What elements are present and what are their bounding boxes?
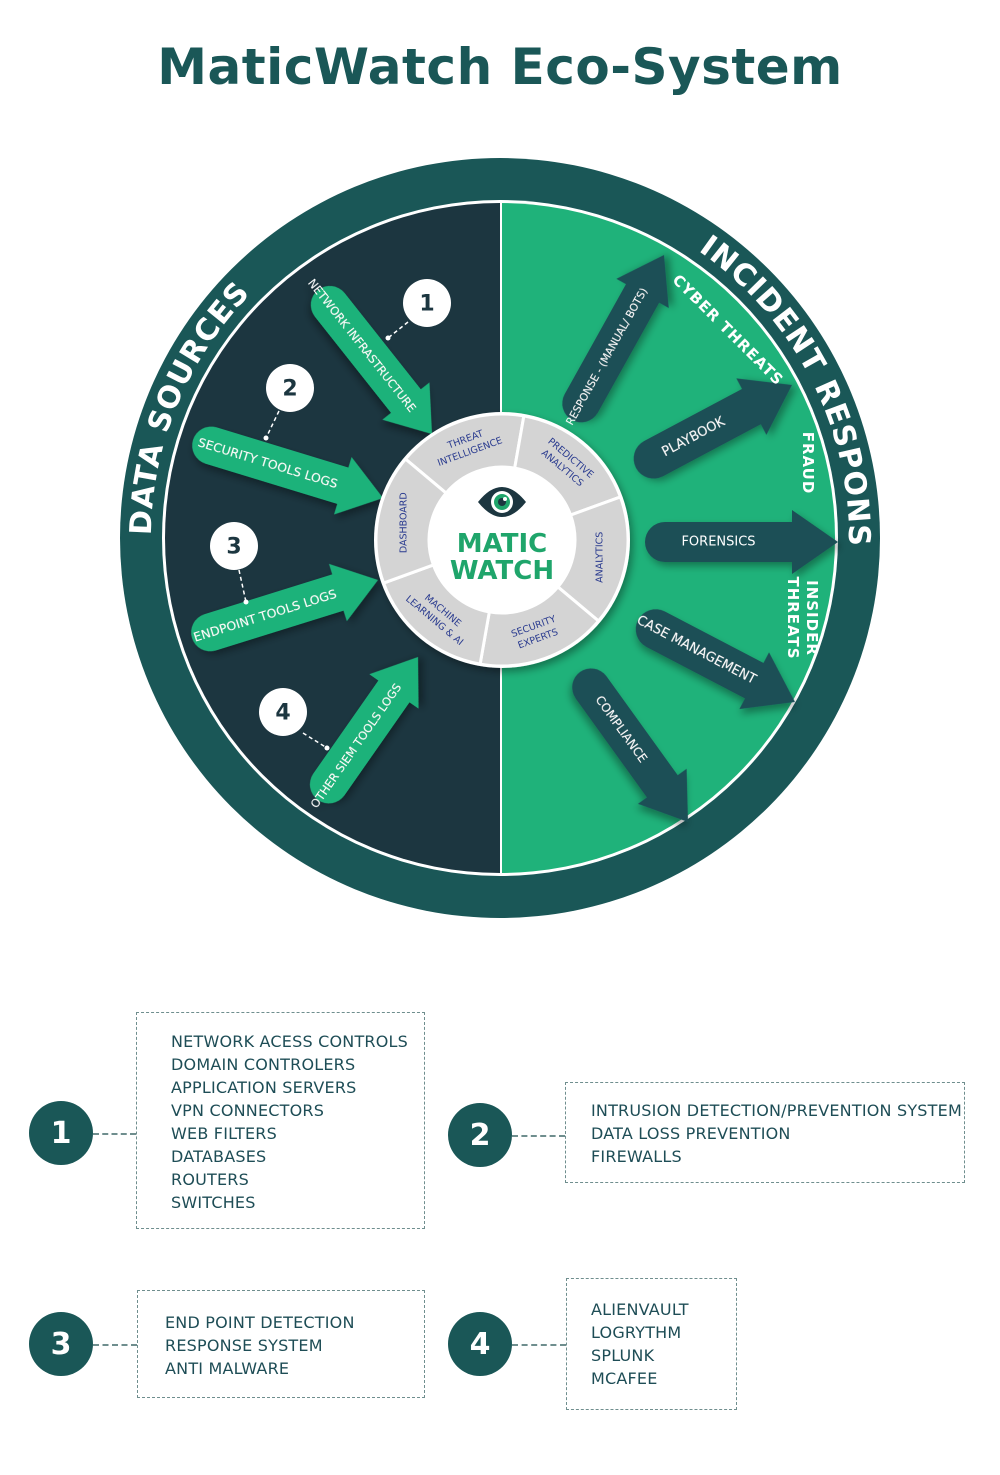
source-number-1: 1	[385, 279, 451, 341]
source-number-circle	[266, 364, 314, 412]
hub-segment-dashboard	[374, 456, 449, 586]
source-number-2: 2	[263, 364, 314, 441]
legend-item: INTRUSION DETECTION/PREVENTION SYSTEM	[591, 1101, 962, 1120]
legend-box-1: NETWORK ACESS CONTROLS DOMAIN CONTROLERS A…	[136, 1012, 425, 1229]
source-connector-line	[265, 410, 280, 439]
legend-item: VPN CONNECTORS	[171, 1101, 325, 1120]
legend-item: DATABASES	[171, 1147, 267, 1166]
legend-item: SPLUNK	[591, 1346, 655, 1365]
source-connector-line	[387, 321, 409, 339]
outcome-insider-threats-line2: THREATS	[784, 576, 802, 659]
legend-box-2: INTRUSION DETECTION/PREVENTION SYSTEM DAT…	[565, 1082, 965, 1183]
input-arrow-endpoint-tools-logs-shape	[191, 563, 378, 652]
legend-list-3: END POINT DETECTION RESPONSE SYSTEM ANTI M…	[165, 1311, 424, 1380]
legend-item: ROUTERS	[171, 1170, 249, 1189]
page-title: MaticWatch Eco-System	[157, 38, 843, 96]
legend-list-1: NETWORK ACESS CONTROLS DOMAIN CONTROLERS A…	[171, 1030, 424, 1214]
legend-item: NETWORK ACESS CONTROLS	[171, 1032, 408, 1051]
outcome-insider-threats-line1: INSIDER	[803, 580, 821, 656]
outcome-fraud: FRAUD	[799, 432, 817, 495]
source-number-circle	[403, 279, 451, 327]
source-number-text: 2	[282, 377, 297, 402]
legend-item: ALIENVAULT	[591, 1300, 689, 1319]
legend-connector-2	[512, 1135, 565, 1137]
legend-number-2: 2	[469, 1117, 491, 1153]
source-number-circle	[259, 688, 307, 736]
legend-box-3: END POINT DETECTION RESPONSE SYSTEM ANTI M…	[137, 1290, 425, 1398]
legend-item: DOMAIN CONTROLERS	[171, 1055, 356, 1074]
legend-item: ANTI MALWARE	[165, 1359, 290, 1378]
logo-text-matic: MATIC	[457, 529, 547, 559]
legend-connector-4	[512, 1344, 566, 1346]
legend-item: FIREWALLS	[591, 1147, 682, 1166]
hub-label-dashboard: DASHBOARD	[399, 492, 410, 553]
legend-box-4: ALIENVAULT LOGRYTHM SPLUNK MCAFEE	[566, 1278, 737, 1410]
legend-item: APPLICATION SERVERS	[171, 1078, 357, 1097]
input-arrow-security-tools-logs-shape	[192, 426, 383, 515]
legend-list-2: INTRUSION DETECTION/PREVENTION SYSTEM DAT…	[591, 1099, 964, 1168]
source-connector-dot	[243, 599, 249, 605]
legend-item: SWITCHES	[171, 1193, 256, 1212]
output-arrow-playbook-shape	[633, 378, 793, 479]
hub-center	[431, 469, 573, 611]
legend-item: END POINT DETECTION	[165, 1313, 355, 1332]
legend-badge-4: 4	[448, 1312, 512, 1376]
legend-item: WEB FILTERS	[171, 1124, 277, 1143]
legend-item: DATA LOSS PREVENTION	[591, 1124, 791, 1143]
output-arrow-compliance-shape	[572, 668, 688, 822]
legend-number-4: 4	[469, 1326, 491, 1362]
source-connector-dot	[263, 435, 269, 441]
legend-list-4: ALIENVAULT LOGRYTHM SPLUNK MCAFEE	[591, 1298, 736, 1390]
source-number-text: 3	[226, 535, 241, 560]
source-number-circle	[210, 522, 258, 570]
eye-icon	[478, 487, 526, 517]
source-number-4: 4	[259, 688, 330, 751]
source-number-3: 3	[210, 522, 258, 605]
source-connector-dot	[385, 335, 391, 341]
outcome-fraud-line1: FRAUD	[799, 432, 817, 495]
output-arrow-forensics: FORENSICS	[645, 510, 838, 574]
output-arrow-forensics-label: FORENSICS	[681, 535, 755, 550]
source-connector-line	[302, 732, 328, 749]
output-arrow-forensics-shape	[645, 510, 838, 574]
input-arrow-other-siem-tools-logs-shape	[309, 657, 419, 804]
ecosystem-diagram: DATA SOURCES INCIDENT RESPONSE NETWORK I…	[0, 150, 880, 918]
source-connector-dot	[324, 745, 330, 751]
legend-badge-3: 3	[29, 1312, 93, 1376]
hub-label-line1: DASHBOARD	[399, 492, 410, 553]
legend-badge-2: 2	[448, 1103, 512, 1167]
source-number-text: 4	[275, 701, 290, 726]
input-arrow-network-infrastructure-shape	[310, 285, 433, 435]
legend-number-1: 1	[50, 1115, 72, 1151]
legend-connector-1	[93, 1133, 136, 1135]
legend-badge-1: 1	[29, 1101, 93, 1165]
logo-text-watch: WATCH	[450, 556, 554, 586]
legend-number-3: 3	[50, 1326, 72, 1362]
legend-item: LOGRYTHM	[591, 1323, 682, 1342]
legend-connector-3	[93, 1344, 137, 1346]
output-arrow-response-shape	[562, 255, 669, 423]
hub-label-analytics: ANALYTICS	[594, 532, 605, 583]
hub-label-line1: ANALYTICS	[594, 532, 605, 583]
legend-item: RESPONSE SYSTEM	[165, 1336, 323, 1355]
source-number-text: 1	[419, 292, 434, 317]
legend-item: MCAFEE	[591, 1369, 658, 1388]
source-connector-line	[238, 569, 247, 603]
output-arrow-case-management-shape	[635, 609, 795, 710]
